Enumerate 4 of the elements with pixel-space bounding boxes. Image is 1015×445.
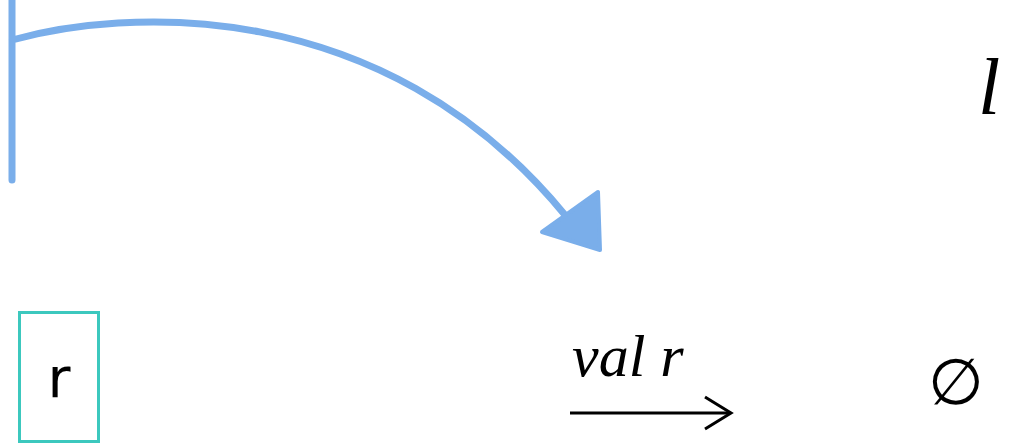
italic-letter: l: [978, 42, 1001, 133]
arrow-label: val r: [572, 322, 684, 391]
empty-set-symbol: ∅: [928, 345, 984, 419]
variable-box: r: [18, 311, 100, 443]
